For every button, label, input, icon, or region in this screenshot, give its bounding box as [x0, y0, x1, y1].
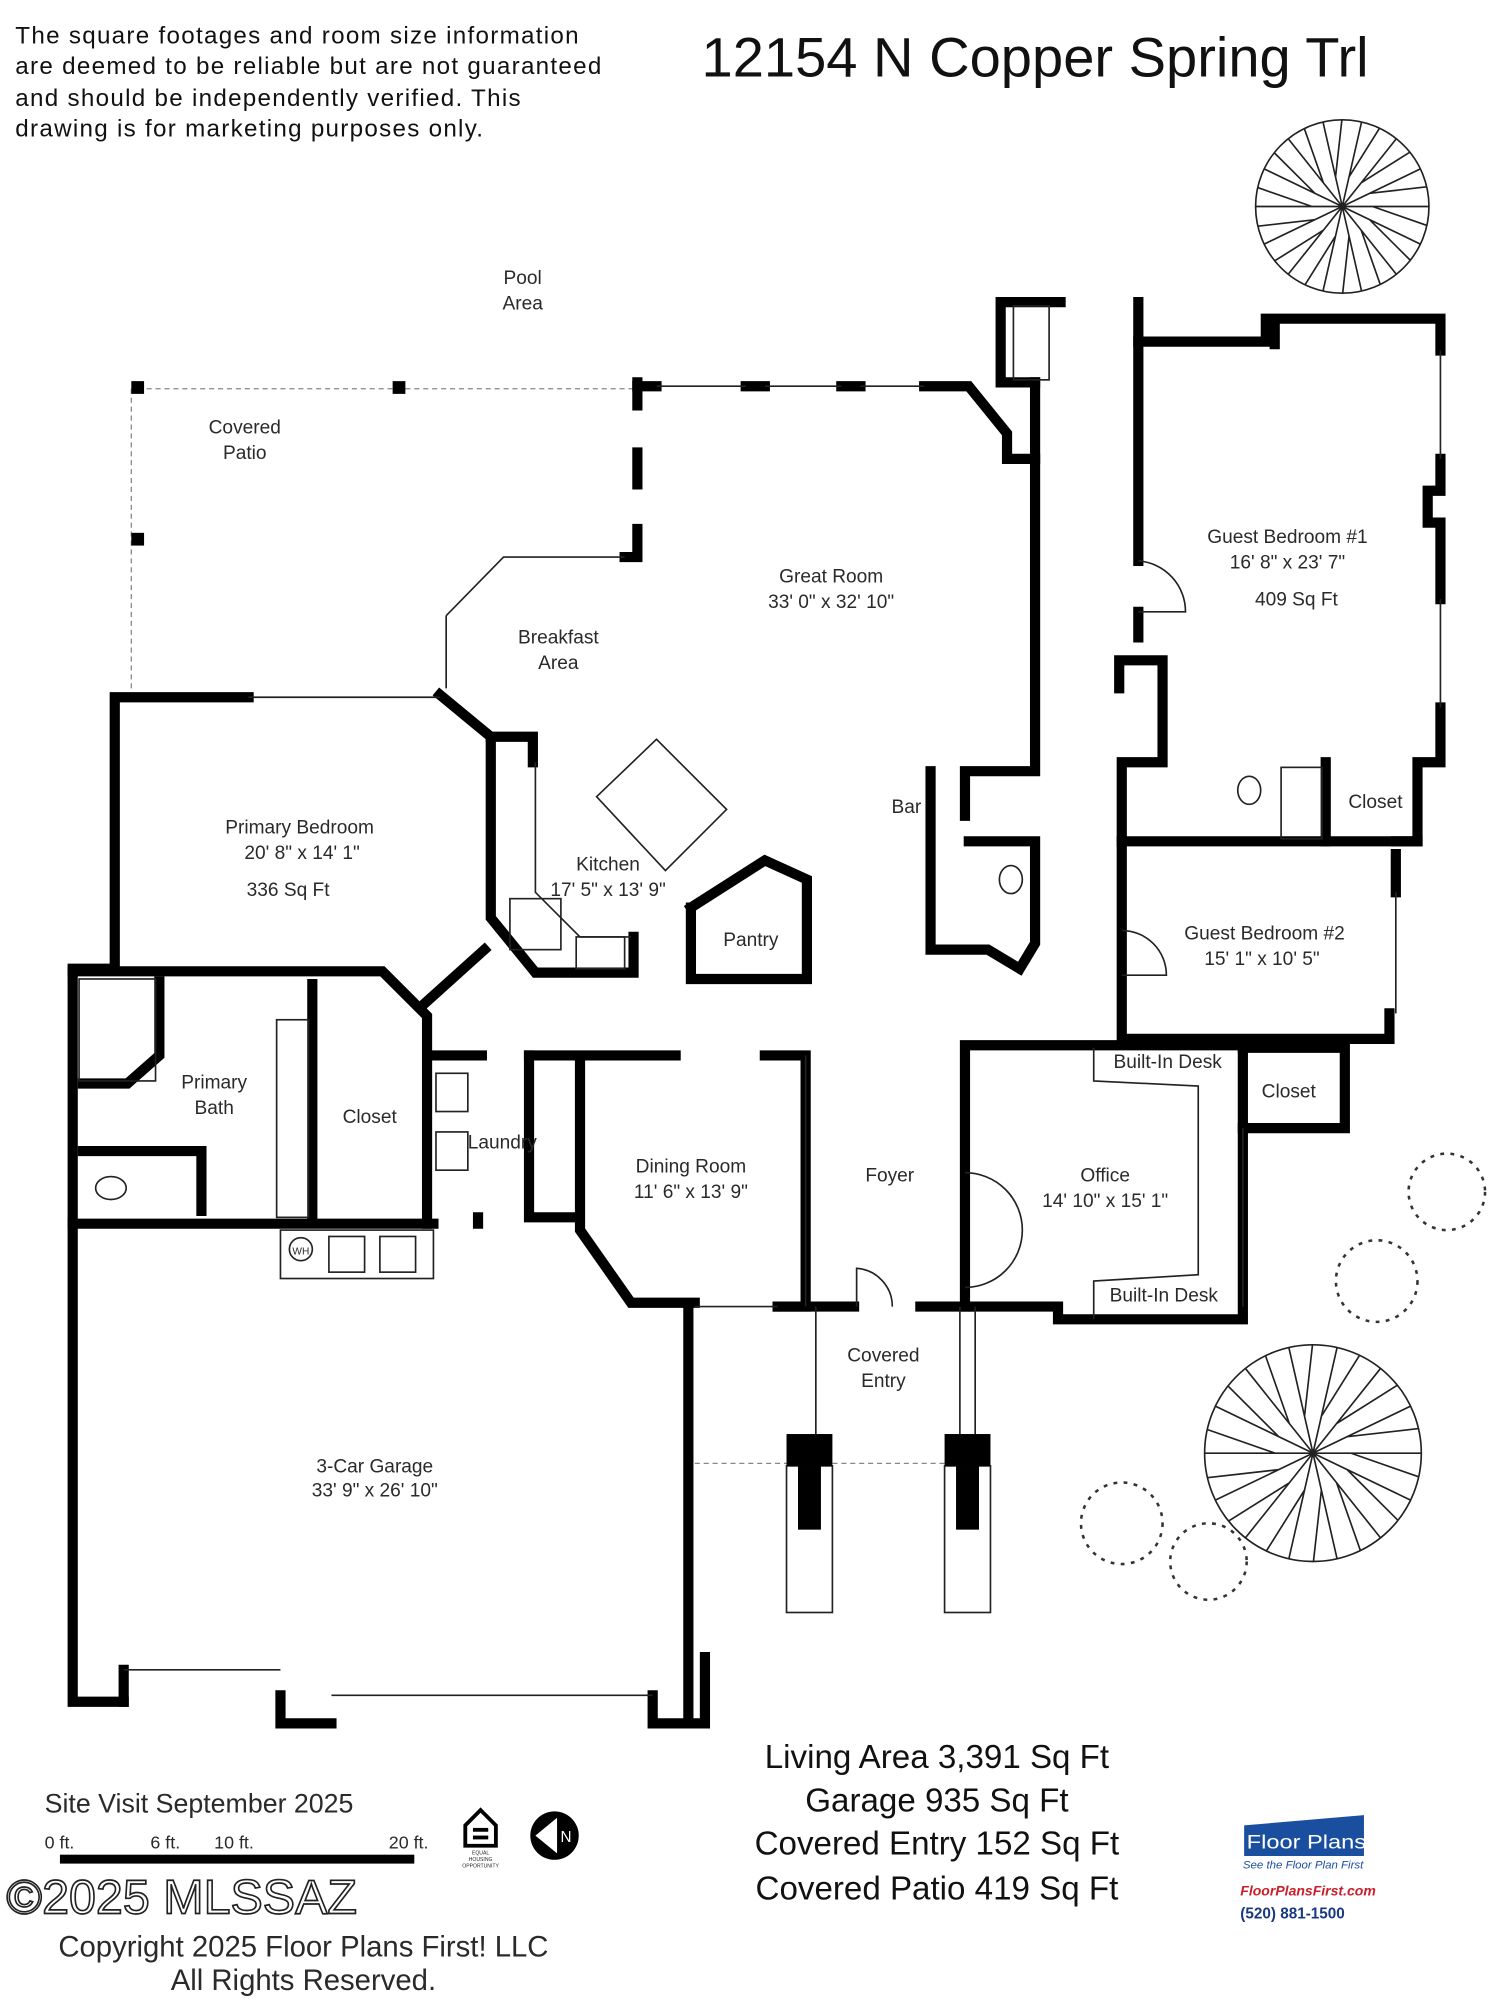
shrub-icon — [1334, 1239, 1419, 1324]
equal-housing-text: EQUAL — [472, 1851, 489, 1857]
logo-brand: Floor Plans First! — [1247, 1832, 1425, 1853]
shrub-icon — [1407, 1152, 1487, 1232]
scale-label: 6 ft. — [150, 1832, 180, 1852]
covered-patio-label: Covered — [209, 417, 281, 438]
office-dims: 14' 10" x 15' 1" — [1042, 1191, 1168, 1212]
site-visit: Site Visit September 2025 — [45, 1789, 354, 1819]
disclaimer-line: and should be independently verified. Th… — [15, 85, 522, 112]
summary-line: Covered Patio 419 Sq Ft — [756, 1870, 1119, 1907]
summary-line: Covered Entry 152 Sq Ft — [755, 1826, 1120, 1863]
disclaimer-line: are deemed to be reliable but are not gu… — [15, 53, 602, 80]
floor-plans-first-logo: Floor Plans First! See the Floor Plan Fi… — [1240, 1815, 1425, 1922]
guest-bedroom-2-dims: 15' 1" x 10' 5" — [1204, 949, 1319, 970]
shrub-icon — [1079, 1481, 1164, 1566]
scale-label: 10 ft. — [214, 1832, 254, 1852]
scale-label: 0 ft. — [45, 1832, 75, 1852]
summary-line: Garage 935 Sq Ft — [805, 1782, 1068, 1819]
fixtures: WH — [78, 305, 1442, 1697]
great-room-dims: 33' 0" x 32' 10" — [768, 592, 894, 613]
kitchen-dims: 17' 5" x 13' 9" — [550, 880, 665, 901]
copyright-line: All Rights Reserved. — [171, 1964, 436, 1997]
guest-bedroom-1-dims: 16' 8" x 23' 7" — [1230, 553, 1345, 574]
dining-room-label: Dining Room — [636, 1157, 746, 1178]
tree-icon — [1203, 1343, 1423, 1563]
shrub-icon — [1168, 1521, 1248, 1602]
primary-bedroom-dims: 20' 8" x 14' 1" — [244, 843, 359, 864]
built-in-desk-label: Built-In Desk — [1110, 1285, 1219, 1306]
patio-outline — [130, 381, 945, 1464]
copyright-line: Copyright 2025 Floor Plans First! LLC — [58, 1931, 548, 1964]
pool-area-label: Pool — [504, 268, 542, 289]
closet-label: Closet — [1262, 1082, 1317, 1103]
equal-housing-text: OPPORTUNITY — [462, 1863, 499, 1869]
tree-icon — [1254, 118, 1430, 295]
equal-housing-text: HOUSING — [469, 1857, 493, 1863]
dining-room-dims: 11' 6" x 13' 9" — [634, 1182, 748, 1203]
walls — [67, 297, 1446, 1729]
built-in-desk-label: Built-In Desk — [1113, 1052, 1222, 1073]
breakfast-area-label: Breakfast — [518, 628, 599, 649]
breakfast-area-label: Area — [538, 653, 579, 674]
garage-label: 3-Car Garage — [316, 1456, 433, 1477]
page-title: 12154 N Copper Spring Trl — [702, 25, 1369, 88]
guest-bedroom-1-area: 409 Sq Ft — [1255, 589, 1339, 610]
watermark: ©2025 MLSSAZ — [6, 1870, 357, 1924]
pool-area-label: Area — [502, 294, 543, 315]
covered-patio-label: Patio — [223, 443, 267, 464]
scale-bar: 0 ft. 6 ft. 10 ft. 20 ft. — [45, 1832, 429, 1864]
equal-housing-opportunity-icon: EQUAL HOUSING OPPORTUNITY — [462, 1807, 499, 1869]
scale-label: 20 ft. — [389, 1832, 429, 1852]
bar-label: Bar — [891, 797, 921, 818]
water-heater-label: WH — [292, 1246, 309, 1257]
disclaimer-line: The square footages and room size inform… — [15, 22, 580, 49]
closet-label: Closet — [1348, 792, 1403, 813]
disclaimer: The square footages and room size inform… — [15, 22, 602, 142]
guest-bedroom-2-label: Guest Bedroom #2 — [1184, 923, 1344, 944]
covered-entry-label: Covered — [847, 1345, 919, 1366]
pantry-label: Pantry — [723, 930, 779, 951]
primary-bath-label: Primary — [181, 1073, 247, 1094]
great-room-label: Great Room — [779, 567, 883, 588]
closet-label: Closet — [343, 1107, 398, 1128]
north-label: N — [560, 1829, 571, 1846]
logo-phone: (520) 881-1500 — [1240, 1905, 1345, 1922]
foyer-label: Foyer — [865, 1166, 914, 1187]
office-label: Office — [1080, 1166, 1130, 1187]
covered-entry-label: Entry — [861, 1371, 906, 1392]
garage-dims: 33' 9" x 26' 10" — [312, 1480, 438, 1501]
summary-line: Living Area 3,391 Sq Ft — [765, 1739, 1109, 1776]
guest-bedroom-1-label: Guest Bedroom #1 — [1207, 527, 1367, 548]
kitchen-label: Kitchen — [576, 855, 640, 876]
primary-bath-label: Bath — [195, 1098, 234, 1119]
room-labels: Pool Area Covered Patio Great Room 33' 0… — [181, 268, 1403, 1501]
north-arrow-icon: N — [530, 1811, 579, 1860]
primary-bedroom-area: 336 Sq Ft — [247, 880, 331, 901]
primary-bedroom-label: Primary Bedroom — [225, 818, 374, 839]
disclaimer-line: drawing is for marketing purposes only. — [15, 115, 484, 142]
shrub-icon — [1079, 1152, 1487, 1602]
logo-website: FloorPlansFirst.com — [1240, 1882, 1376, 1898]
logo-tagline: See the Floor Plan First — [1243, 1860, 1364, 1872]
laundry-label: Laundry — [468, 1133, 538, 1154]
area-summary: Living Area 3,391 Sq Ft Garage 935 Sq Ft… — [755, 1739, 1120, 1907]
